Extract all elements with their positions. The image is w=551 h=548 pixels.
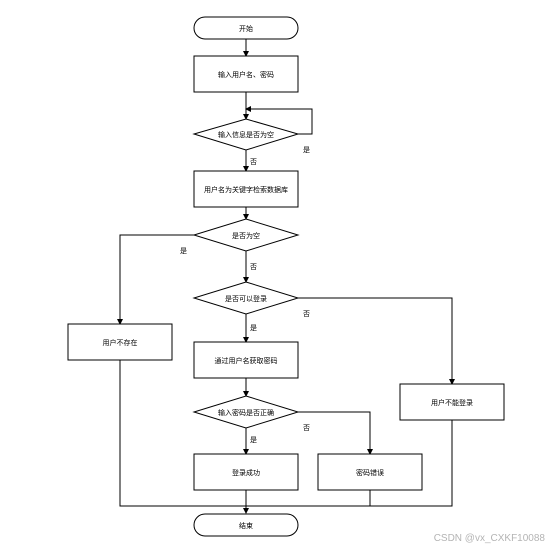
edge-password-no xyxy=(298,411,373,455)
connectors xyxy=(117,39,455,514)
label-can-login-no: 否 xyxy=(303,310,310,318)
edge-labels: 是 否 是 否 否 是 是 否 xyxy=(180,146,310,444)
node-check-result-empty-label: 是否为空 xyxy=(232,231,260,240)
node-input-user-label: 输入用户名、密码 xyxy=(218,70,274,79)
node-check-password: 输入密码是否正确 xyxy=(192,395,300,429)
node-check-can-login: 是否可以登录 xyxy=(192,281,300,315)
label-password-yes: 是 xyxy=(250,436,257,444)
node-login-success: 登录成功 xyxy=(193,453,299,491)
node-password-wrong-label: 密码错误 xyxy=(356,468,384,477)
node-get-password-label: 通过用户名获取密码 xyxy=(215,356,278,365)
label-result-empty-yes: 是 xyxy=(180,247,187,255)
node-check-input-empty-label: 输入信息是否为空 xyxy=(218,130,274,139)
node-end: 结束 xyxy=(193,513,299,537)
edge-input-empty-loop xyxy=(245,106,313,135)
edge-side-return xyxy=(119,360,453,507)
label-password-no: 否 xyxy=(303,424,310,432)
node-user-not-exist-label: 用户不存在 xyxy=(103,338,138,347)
node-login-success-label: 登录成功 xyxy=(232,468,260,477)
node-get-password: 通过用户名获取密码 xyxy=(193,341,299,379)
node-check-result-empty: 是否为空 xyxy=(192,218,300,252)
node-user-cannot-login: 用户不能登录 xyxy=(399,383,505,421)
node-user-cannot-login-label: 用户不能登录 xyxy=(431,398,473,407)
label-input-empty-yes: 是 xyxy=(303,146,310,154)
node-check-password-label: 输入密码是否正确 xyxy=(218,408,274,417)
node-start: 开始 xyxy=(193,16,299,40)
node-user-not-exist: 用户不存在 xyxy=(67,323,173,361)
node-password-wrong: 密码错误 xyxy=(317,453,423,491)
node-end-label: 结束 xyxy=(239,521,253,530)
node-check-can-login-label: 是否可以登录 xyxy=(225,294,267,303)
edge-result-empty-yes xyxy=(117,234,194,325)
node-input-user: 输入用户名、密码 xyxy=(193,55,299,93)
node-start-label: 开始 xyxy=(239,24,253,33)
edge-can-login-no xyxy=(298,297,455,385)
node-search-db: 用户名为关键字检索数据库 xyxy=(193,170,299,208)
label-can-login-yes: 是 xyxy=(250,324,257,332)
watermark: CSDN @vx_CXKF10088 xyxy=(433,533,545,544)
node-check-input-empty: 输入信息是否为空 xyxy=(192,118,300,151)
label-input-empty-no: 否 xyxy=(250,158,257,166)
label-result-empty-no: 否 xyxy=(250,263,257,271)
node-search-db-label: 用户名为关键字检索数据库 xyxy=(204,185,288,194)
